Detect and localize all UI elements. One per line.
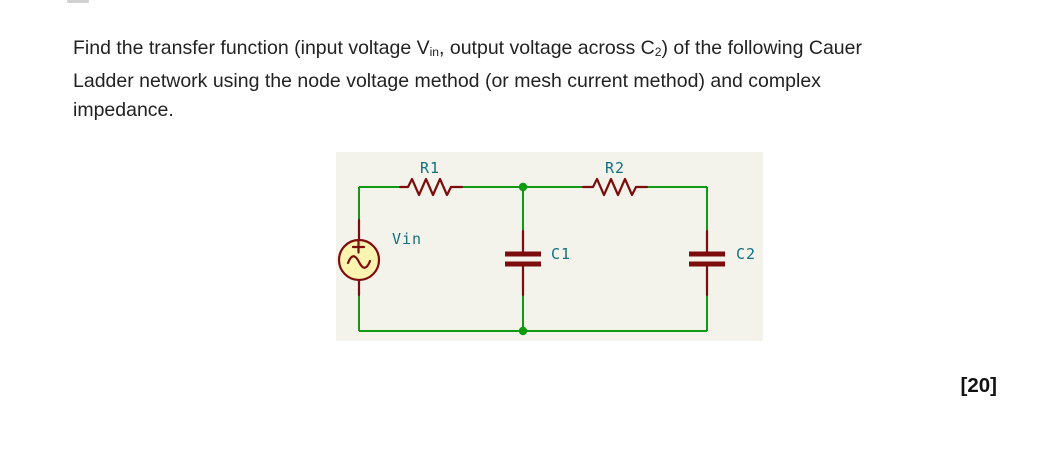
label-c1: C1 [551, 245, 571, 263]
question-segment: Find the transfer function (input voltag… [73, 37, 430, 59]
plus-sign-icon [351, 240, 366, 254]
sine-wave-icon [346, 255, 372, 269]
question-segment: impedance. [73, 99, 174, 122]
label-r1: R1 [420, 159, 440, 177]
circuit-diagram: R1 R2 Vin C1 C2 [336, 152, 763, 341]
question-line: Find the transfer function (input voltag… [73, 34, 1003, 67]
schematic-background [336, 152, 763, 341]
subscript-in: in [429, 45, 440, 60]
label-c2: C2 [736, 245, 756, 263]
circuit-wires [358, 186, 708, 332]
label-vin: Vin [392, 230, 422, 248]
voltage-source-symbol [337, 218, 381, 297]
capacitor-c1-symbol [505, 229, 541, 297]
question-line: impedance. [73, 96, 1003, 125]
question-segment: , output voltage across C [439, 37, 655, 59]
junction-dot [518, 182, 528, 192]
capacitor-c2-symbol [689, 229, 725, 297]
question-line: Ladder network using the node voltage me… [73, 67, 1003, 96]
question-segment: Ladder network using the node voltage me… [73, 70, 821, 93]
label-r2: R2 [605, 159, 625, 177]
subscript-2: 2 [654, 45, 662, 60]
marks-badge: [20] [960, 374, 997, 397]
question-text: Find the transfer function (input voltag… [73, 34, 1003, 125]
resistor-r2-symbol [581, 177, 649, 197]
cropped-text-artifact [67, 0, 89, 3]
question-segment: ) of the following Cauer [661, 37, 862, 59]
junction-dot [518, 326, 528, 336]
resistor-r1-symbol [398, 177, 464, 197]
